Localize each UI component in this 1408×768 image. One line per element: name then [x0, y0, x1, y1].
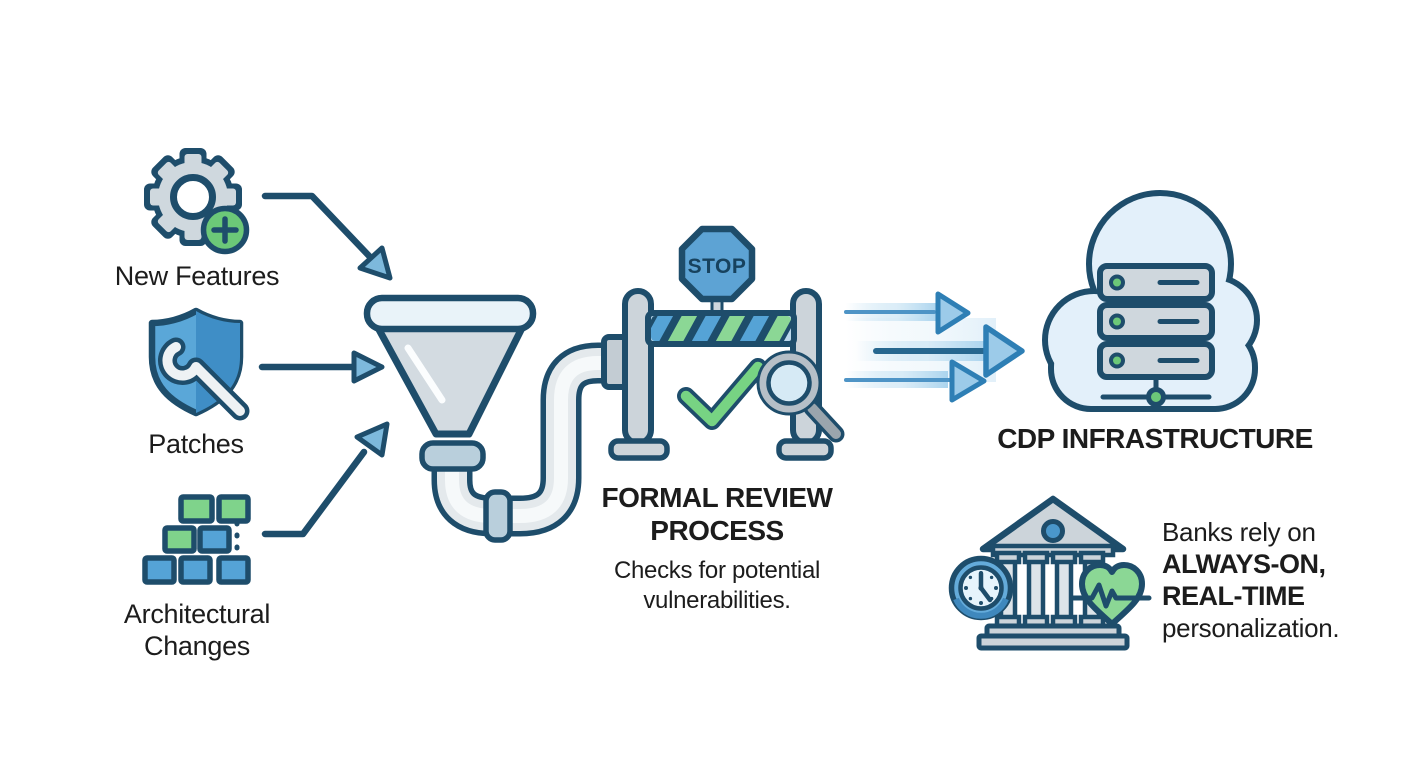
arrow-new-features-icon	[261, 192, 393, 281]
stop-sign-icon: STOP	[678, 225, 756, 303]
clock-icon	[948, 555, 1014, 621]
label-new-features: New Features	[114, 261, 280, 291]
banks-note-line1: Banks rely on	[1162, 517, 1316, 547]
banks-note-line3: REAL-TIME	[1162, 581, 1305, 611]
plus-badge-icon	[200, 205, 250, 255]
cdp-infrastructure-label: CDP INFRASTRUCTURE	[997, 423, 1313, 454]
banks-note-line2: ALWAYS-ON,	[1162, 549, 1326, 579]
label-architectural-line2: Changes	[144, 631, 250, 661]
stop-sign-label: STOP	[688, 255, 747, 278]
label-architectural-changes: Architectural Changes	[87, 598, 307, 662]
bank-icon	[976, 495, 1130, 651]
arrow-patches-icon	[258, 350, 385, 384]
blocks-icon	[142, 494, 251, 585]
heart-pulse-icon	[1069, 562, 1152, 627]
label-architectural-line1: Architectural	[123, 599, 271, 629]
shield-wrench-icon	[148, 307, 250, 421]
review-process-subtitle: Checks for potential vulnerabilities.	[613, 557, 821, 614]
magnifier-icon	[756, 350, 845, 443]
arrow-architectural-icon	[261, 421, 390, 538]
banks-note-line4: personalization.	[1162, 613, 1340, 643]
review-process-title: FORMAL REVIEW PROCESS	[601, 482, 833, 546]
gear-plus-icon	[144, 148, 250, 255]
label-patches: Patches	[148, 429, 244, 459]
cloud-servers-icon	[1042, 190, 1260, 412]
speed-arrows-icon	[844, 291, 1025, 403]
checkmark-icon	[677, 358, 767, 430]
banks-note: Banks rely on ALWAYS-ON, REAL-TIME perso…	[1162, 516, 1402, 644]
server-rack-icon	[1097, 263, 1215, 380]
